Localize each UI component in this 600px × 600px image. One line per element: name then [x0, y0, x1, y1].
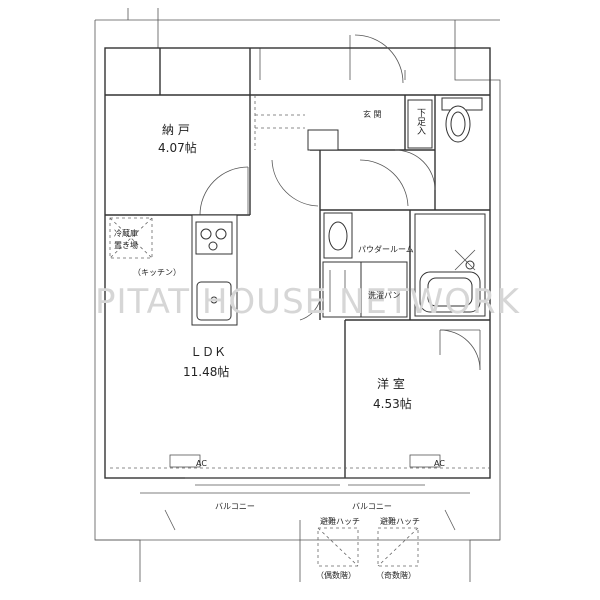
balcony-label-right: バルコニー — [352, 502, 392, 511]
storage-room-name: 納 戸 — [162, 123, 190, 137]
evacuation-hatches — [317, 527, 419, 567]
ldk-room-name: ＬＤＫ — [190, 345, 226, 359]
entrance-label: 玄 関 — [363, 109, 382, 119]
watermark: PITAT HOUSE NETWORK — [95, 282, 521, 322]
balcony-rails — [95, 454, 500, 582]
fridge-space-label-1: 冷蔵庫 — [114, 228, 138, 238]
western-room-name: 洋 室 — [377, 376, 405, 391]
ac-label-left: AC — [196, 459, 207, 468]
toilet — [441, 97, 483, 143]
unit-bath — [414, 213, 486, 317]
fridge-space-label-2: 置き場 — [114, 240, 138, 250]
western-room-area: 4.53帖 — [373, 396, 412, 411]
kitchen-counter — [191, 214, 238, 326]
hatch-title-odd: 避難ハッチ — [380, 516, 420, 526]
main-walls — [104, 47, 491, 479]
vanity-sink — [323, 212, 353, 259]
fridge-space — [109, 217, 153, 259]
balcony-label-left: バルコニー — [215, 502, 255, 511]
hatch-floor-even: （偶数階） — [316, 570, 356, 580]
doors — [199, 34, 481, 371]
powder-room-label: パウダールーム — [358, 244, 414, 254]
hatch-floor-odd: （奇数階） — [376, 570, 416, 580]
shoe-cabinet — [407, 99, 433, 149]
kitchen-label: （キッチン） — [133, 268, 181, 277]
ac-label-right: AC — [434, 459, 445, 468]
washing-pan — [322, 261, 408, 318]
hatch-title-even: 避難ハッチ — [320, 516, 360, 526]
shoe-cabinet-label: 下足入 — [415, 108, 426, 135]
storage-room-area: 4.07帖 — [158, 140, 197, 155]
ldk-room-area: 11.48帖 — [183, 364, 229, 379]
washing-pan-label: 洗濯パン — [368, 290, 400, 300]
storage-shelves — [254, 95, 339, 151]
